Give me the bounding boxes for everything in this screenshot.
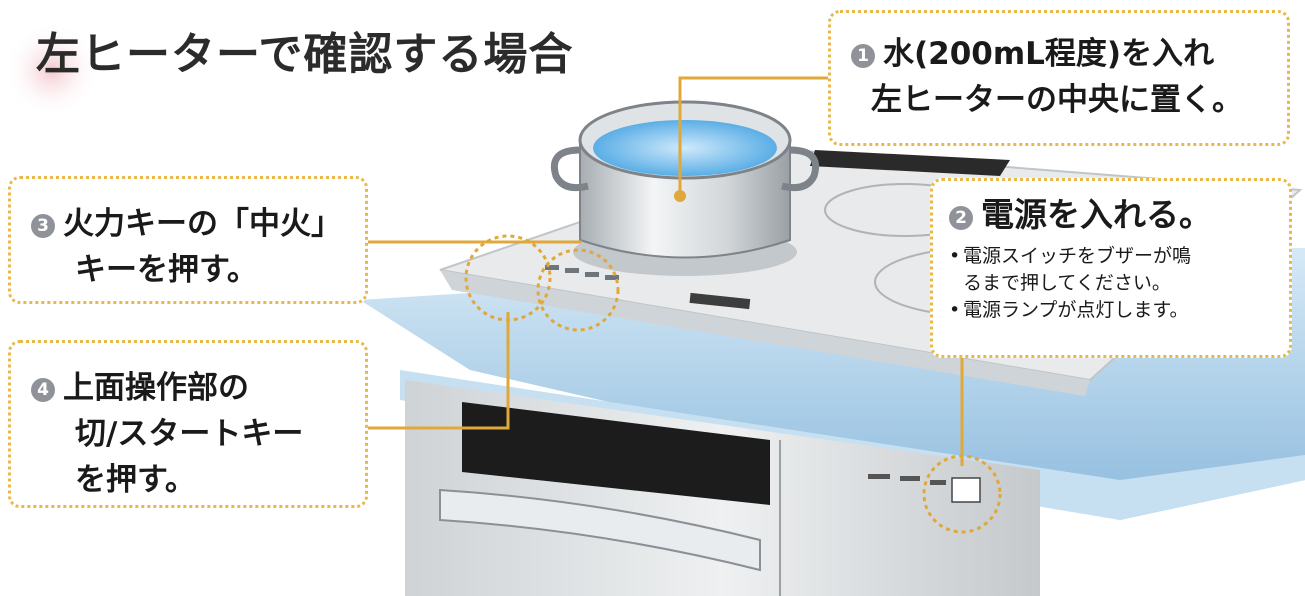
cooktop-control-strip bbox=[440, 270, 1090, 396]
oven-window bbox=[462, 402, 770, 505]
callout-step3: 3 火力キーの「中火」 キーを押す。 bbox=[8, 176, 368, 304]
page-title: 左ヒーターで確認する場合 bbox=[36, 29, 574, 80]
pot-handle-right bbox=[781, 146, 819, 192]
step2-bullet-list: •電源スイッチをブザーが鳴 るまで押してください。 •電源ランプが点灯します。 bbox=[949, 243, 1277, 324]
step2-bullet-2: •電源ランプが点灯します。 bbox=[949, 297, 1277, 324]
leader-step1 bbox=[678, 76, 828, 196]
upper-control-keys bbox=[545, 265, 619, 280]
step4-number-badge: 4 bbox=[31, 378, 55, 402]
step2-bullet-1: •電源スイッチをブザーが鳴 bbox=[949, 243, 1277, 270]
highlight-step3-keys bbox=[536, 248, 620, 332]
pot-handle-left bbox=[551, 146, 589, 192]
step2-heading: 2 電源を入れる。 bbox=[949, 191, 1277, 239]
step1-text-1: 水(200mL程度)を入れ bbox=[883, 36, 1215, 72]
step4-line1: 4 上面操作部の bbox=[31, 365, 365, 411]
cooktop-vent bbox=[810, 150, 1010, 176]
step4-line3: を押す。 bbox=[75, 462, 196, 498]
step3-number-badge: 3 bbox=[31, 214, 55, 238]
bullet-dot-icon: • bbox=[949, 299, 961, 321]
highlight-circles bbox=[464, 234, 1002, 534]
bullet-dot-icon: • bbox=[949, 245, 961, 267]
leader-step1-dot bbox=[674, 190, 686, 202]
step3-line1: 3 火力キーの「中火」 bbox=[31, 201, 365, 247]
display-panel bbox=[689, 292, 751, 310]
highlight-step2-switch bbox=[922, 454, 1002, 534]
power-switch[interactable] bbox=[951, 477, 981, 503]
step3-text-1: 火力キーの「中火」 bbox=[63, 206, 342, 242]
step1-line1: 1 水(200mL程度)を入れ bbox=[851, 31, 1287, 77]
leader-lines bbox=[368, 76, 964, 466]
pot-water bbox=[593, 120, 777, 176]
callout-step4: 4 上面操作部の 切/スタートキー を押す。 bbox=[8, 340, 368, 508]
step4-line2: 切/スタートキー bbox=[75, 416, 304, 452]
callout-step1: 1 水(200mL程度)を入れ 左ヒーターの中央に置く。 bbox=[828, 10, 1290, 146]
step2-bullet-1-continued: るまで押してください。 bbox=[963, 272, 1171, 294]
highlight-step4-keys bbox=[464, 234, 552, 322]
drawer-handle bbox=[439, 488, 761, 572]
lower-control-labels bbox=[868, 474, 946, 485]
step3-line2: キーを押す。 bbox=[75, 252, 258, 288]
leader-step4 bbox=[368, 312, 510, 430]
step4-text-1: 上面操作部の bbox=[63, 370, 249, 406]
title-decoration bbox=[4, 22, 100, 118]
step2-heading-text: 電源を入れる。 bbox=[981, 195, 1212, 234]
step2-bullet-2-text: 電源ランプが点灯します。 bbox=[963, 299, 1189, 321]
step2-bullet-1-text: 電源スイッチをブザーが鳴 bbox=[963, 245, 1192, 267]
step1-number-badge: 1 bbox=[851, 44, 875, 68]
step1-line2: 左ヒーターの中央に置く。 bbox=[871, 82, 1243, 118]
step2-number-badge: 2 bbox=[949, 206, 973, 230]
